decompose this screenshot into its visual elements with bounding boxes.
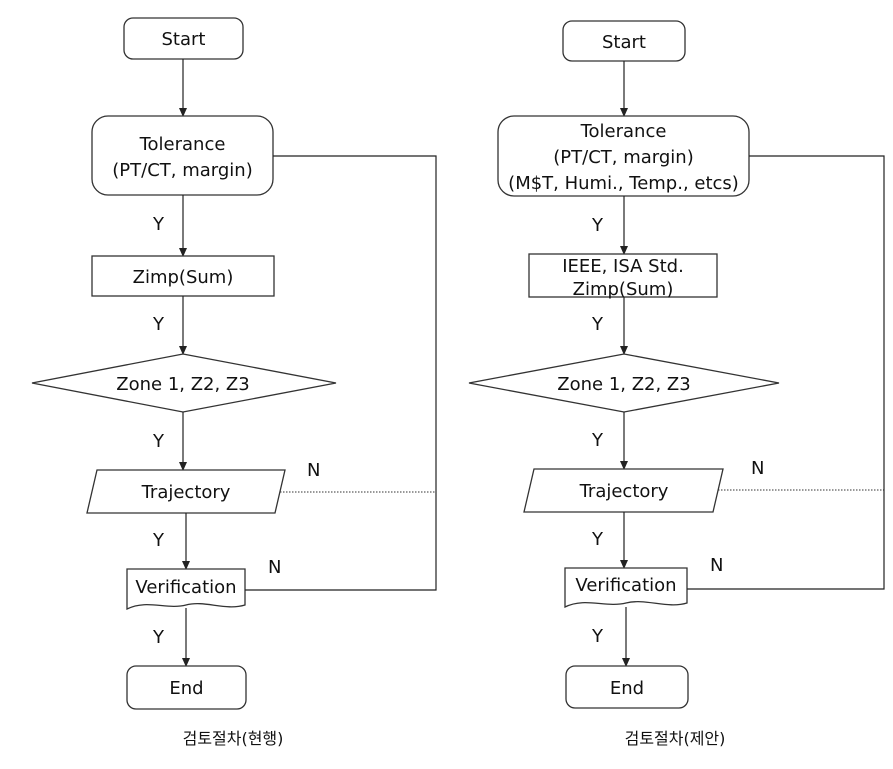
left-end-label: End xyxy=(169,678,203,699)
left-zimp-node xyxy=(91,255,275,297)
right-verification-node xyxy=(564,567,688,609)
right-start-label: Start xyxy=(602,32,646,53)
right-zone-label: Zone 1, Z2, Z3 xyxy=(557,374,690,395)
left-start-label: Start xyxy=(162,29,206,50)
left-zone-label: Zone 1, Z2, Z3 xyxy=(116,374,249,395)
right-zimp-line1: IEEE, ISA Std. xyxy=(562,256,684,277)
left-yes-label-4: Y xyxy=(152,530,165,551)
right-yes-label-4: Y xyxy=(591,529,604,550)
right-yes-label-1: Y xyxy=(591,215,604,236)
left-no-label-1: N xyxy=(307,460,320,481)
left-tolerance-node xyxy=(91,115,274,196)
left-no-loop-line xyxy=(245,155,437,591)
right-verification-label: Verification xyxy=(575,575,676,596)
right-tolerance-line2: (PT/CT, margin) xyxy=(553,147,693,168)
left-yes-label-1: Y xyxy=(152,214,165,235)
left-yes-label-3: Y xyxy=(152,431,165,452)
left-trajectory-label: Trajectory xyxy=(141,482,231,503)
left-yes-label-2: Y xyxy=(152,314,165,335)
right-end-label: End xyxy=(610,678,644,699)
right-flowchart: Start Tolerance (PT/CT, margin) (M$T, Hu… xyxy=(468,20,885,748)
left-yes-label-5: Y xyxy=(152,627,165,648)
right-zimp-line2: Zimp(Sum) xyxy=(573,279,674,300)
right-yes-label-2: Y xyxy=(591,314,604,335)
right-no-label-1: N xyxy=(751,458,764,479)
right-no-label-2: N xyxy=(710,555,723,576)
right-trajectory-label: Trajectory xyxy=(579,481,669,502)
left-tolerance-line2: (PT/CT, margin) xyxy=(112,160,252,181)
right-tolerance-line1: Tolerance xyxy=(580,121,667,142)
right-caption: 검토절차(제안) xyxy=(625,729,726,748)
right-no-loop-line xyxy=(687,155,885,590)
left-flowchart: Start Tolerance (PT/CT, margin) Y Zimp(S… xyxy=(31,17,437,748)
right-yes-label-3: Y xyxy=(591,430,604,451)
right-zimp-node xyxy=(528,253,718,298)
right-end-node xyxy=(565,665,689,709)
right-tolerance-line3: (M$T, Humi., Temp., etcs) xyxy=(508,173,739,194)
left-zimp-label: Zimp(Sum) xyxy=(133,267,234,288)
right-yes-label-5: Y xyxy=(591,626,604,647)
left-tolerance-line1: Tolerance xyxy=(139,134,226,155)
left-caption: 검토절차(현행) xyxy=(183,729,284,748)
left-trajectory-node xyxy=(86,469,286,514)
right-trajectory-node xyxy=(523,468,724,513)
left-no-label-2: N xyxy=(268,557,281,578)
left-end-node xyxy=(126,665,247,710)
left-verification-label: Verification xyxy=(135,577,236,598)
left-verification-node xyxy=(126,568,246,611)
